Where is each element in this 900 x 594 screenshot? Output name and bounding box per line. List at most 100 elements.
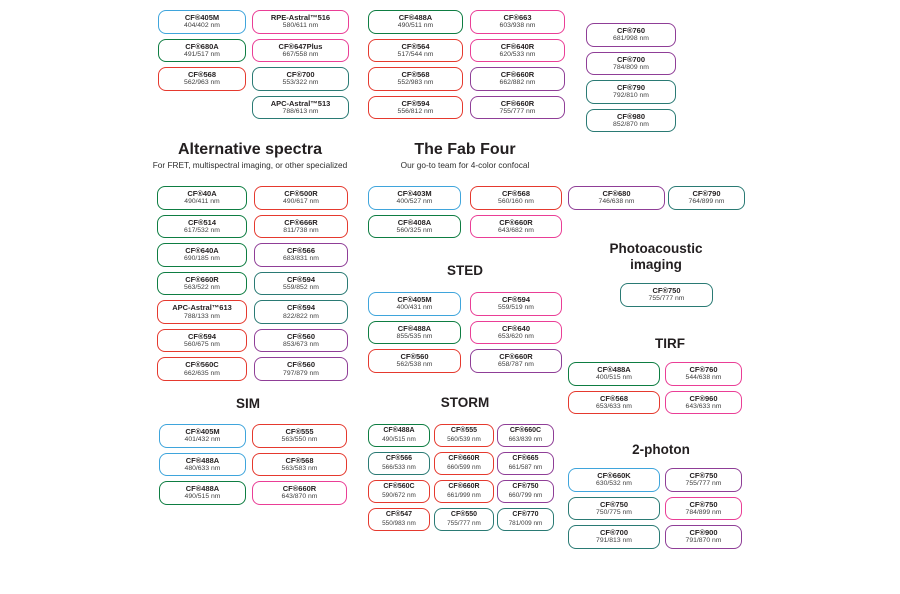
dye-name: CF®488A: [597, 365, 631, 374]
dye-wavelengths: 658/787 nm: [498, 361, 534, 369]
dye-wavelengths: 400/527 nm: [396, 198, 433, 206]
dye-wavelengths: 667/558 nm: [282, 50, 319, 58]
dye-name: CF®980: [616, 111, 646, 121]
dye-name: CF®750: [689, 471, 718, 480]
dye-name: CF®566: [385, 455, 413, 463]
dye-name: CF®550: [450, 511, 478, 519]
dye-name: CF®760: [616, 26, 646, 35]
dye-name: CF®560: [286, 331, 316, 341]
dye-name: CF®568: [187, 70, 217, 80]
dye-wavelengths: 781/009 nm: [508, 520, 543, 528]
heading-title: The Fab Four: [414, 141, 516, 158]
dye-name: CF®760: [689, 365, 718, 374]
dye-wavelengths: 404/402 nm: [184, 22, 220, 30]
dye-wavelengths: 755/777 nm: [648, 295, 685, 303]
dye-wavelengths: 662/882 nm: [499, 79, 536, 87]
dye-name: CF®488A: [397, 323, 432, 333]
dye-name: CF®660R: [448, 455, 480, 463]
dye-wavelengths: 490/511 nm: [397, 22, 434, 30]
dye-name: CF®660R: [499, 352, 533, 362]
dye-wavelengths: 784/899 nm: [685, 508, 722, 516]
dye-name: CF®660R: [448, 483, 480, 491]
dye-wavelengths: 662/635 nm: [184, 369, 220, 377]
dye-name: CF®555: [285, 427, 314, 436]
dye-name: CF®594: [286, 303, 316, 313]
dye-name: CF®500R: [284, 189, 318, 198]
heading-title: Alternative spectra: [177, 141, 323, 158]
dye-wavelengths: 643/633 nm: [685, 402, 722, 410]
dye-wavelengths: 553/322 nm: [282, 79, 319, 87]
dye-wavelengths: 490/411 nm: [184, 198, 220, 206]
section-heading-tirf: TIRF: [655, 336, 685, 351]
dye-wavelengths: 401/432 nm: [184, 436, 221, 444]
section-heading-2-photon: 2-photon: [632, 442, 690, 457]
dye-name: CF®666R: [284, 217, 318, 227]
dye-name: CF®790: [692, 189, 721, 198]
dye-wavelengths: 620/533 nm: [499, 50, 536, 58]
dye-name: CF®790: [616, 83, 646, 93]
dye-name: CF®750: [512, 483, 539, 491]
dye-name: CF®770: [512, 511, 539, 519]
dye-wavelengths: 653/633 nm: [596, 402, 632, 410]
dye-wavelengths: 663/839 nm: [508, 436, 543, 444]
dye-wavelengths: 791/813 nm: [596, 537, 632, 545]
dye-wavelengths: 560/160 nm: [498, 198, 534, 206]
dye-wavelengths: 560/675 nm: [184, 341, 220, 349]
dye-name: CF®488A: [185, 455, 220, 465]
dye-name: CF®568: [401, 70, 430, 80]
dye-wavelengths: 746/638 nm: [598, 198, 635, 206]
dye-name: APC-Astral™613: [172, 303, 232, 313]
dye-wavelengths: 852/870 nm: [613, 120, 649, 128]
dye-wavelengths: 590/672 nm: [382, 492, 416, 500]
dye-name: CF®568: [501, 189, 531, 198]
dye-wavelengths: 690/185 nm: [184, 255, 220, 263]
dye-name: CF®594: [501, 295, 531, 304]
dye-wavelengths: 788/613 nm: [282, 107, 319, 115]
dye-name: CF®568: [599, 393, 629, 403]
dye-wavelengths: 552/983 nm: [397, 79, 434, 87]
dye-name: CF®405M: [397, 295, 432, 304]
dye-wavelengths: 490/515 nm: [184, 493, 221, 501]
dye-name: CF®660R: [282, 484, 317, 494]
dye-wavelengths: 603/938 nm: [499, 22, 536, 30]
dye-name: CF®700: [616, 54, 646, 64]
dye-name: CF®960: [689, 393, 718, 403]
dye-name: CF®560C: [383, 483, 415, 491]
dye-wavelengths: 563/522 nm: [184, 283, 220, 291]
dye-wavelengths: 566/533 nm: [382, 464, 416, 472]
dye-name: CF®488A: [185, 484, 220, 494]
